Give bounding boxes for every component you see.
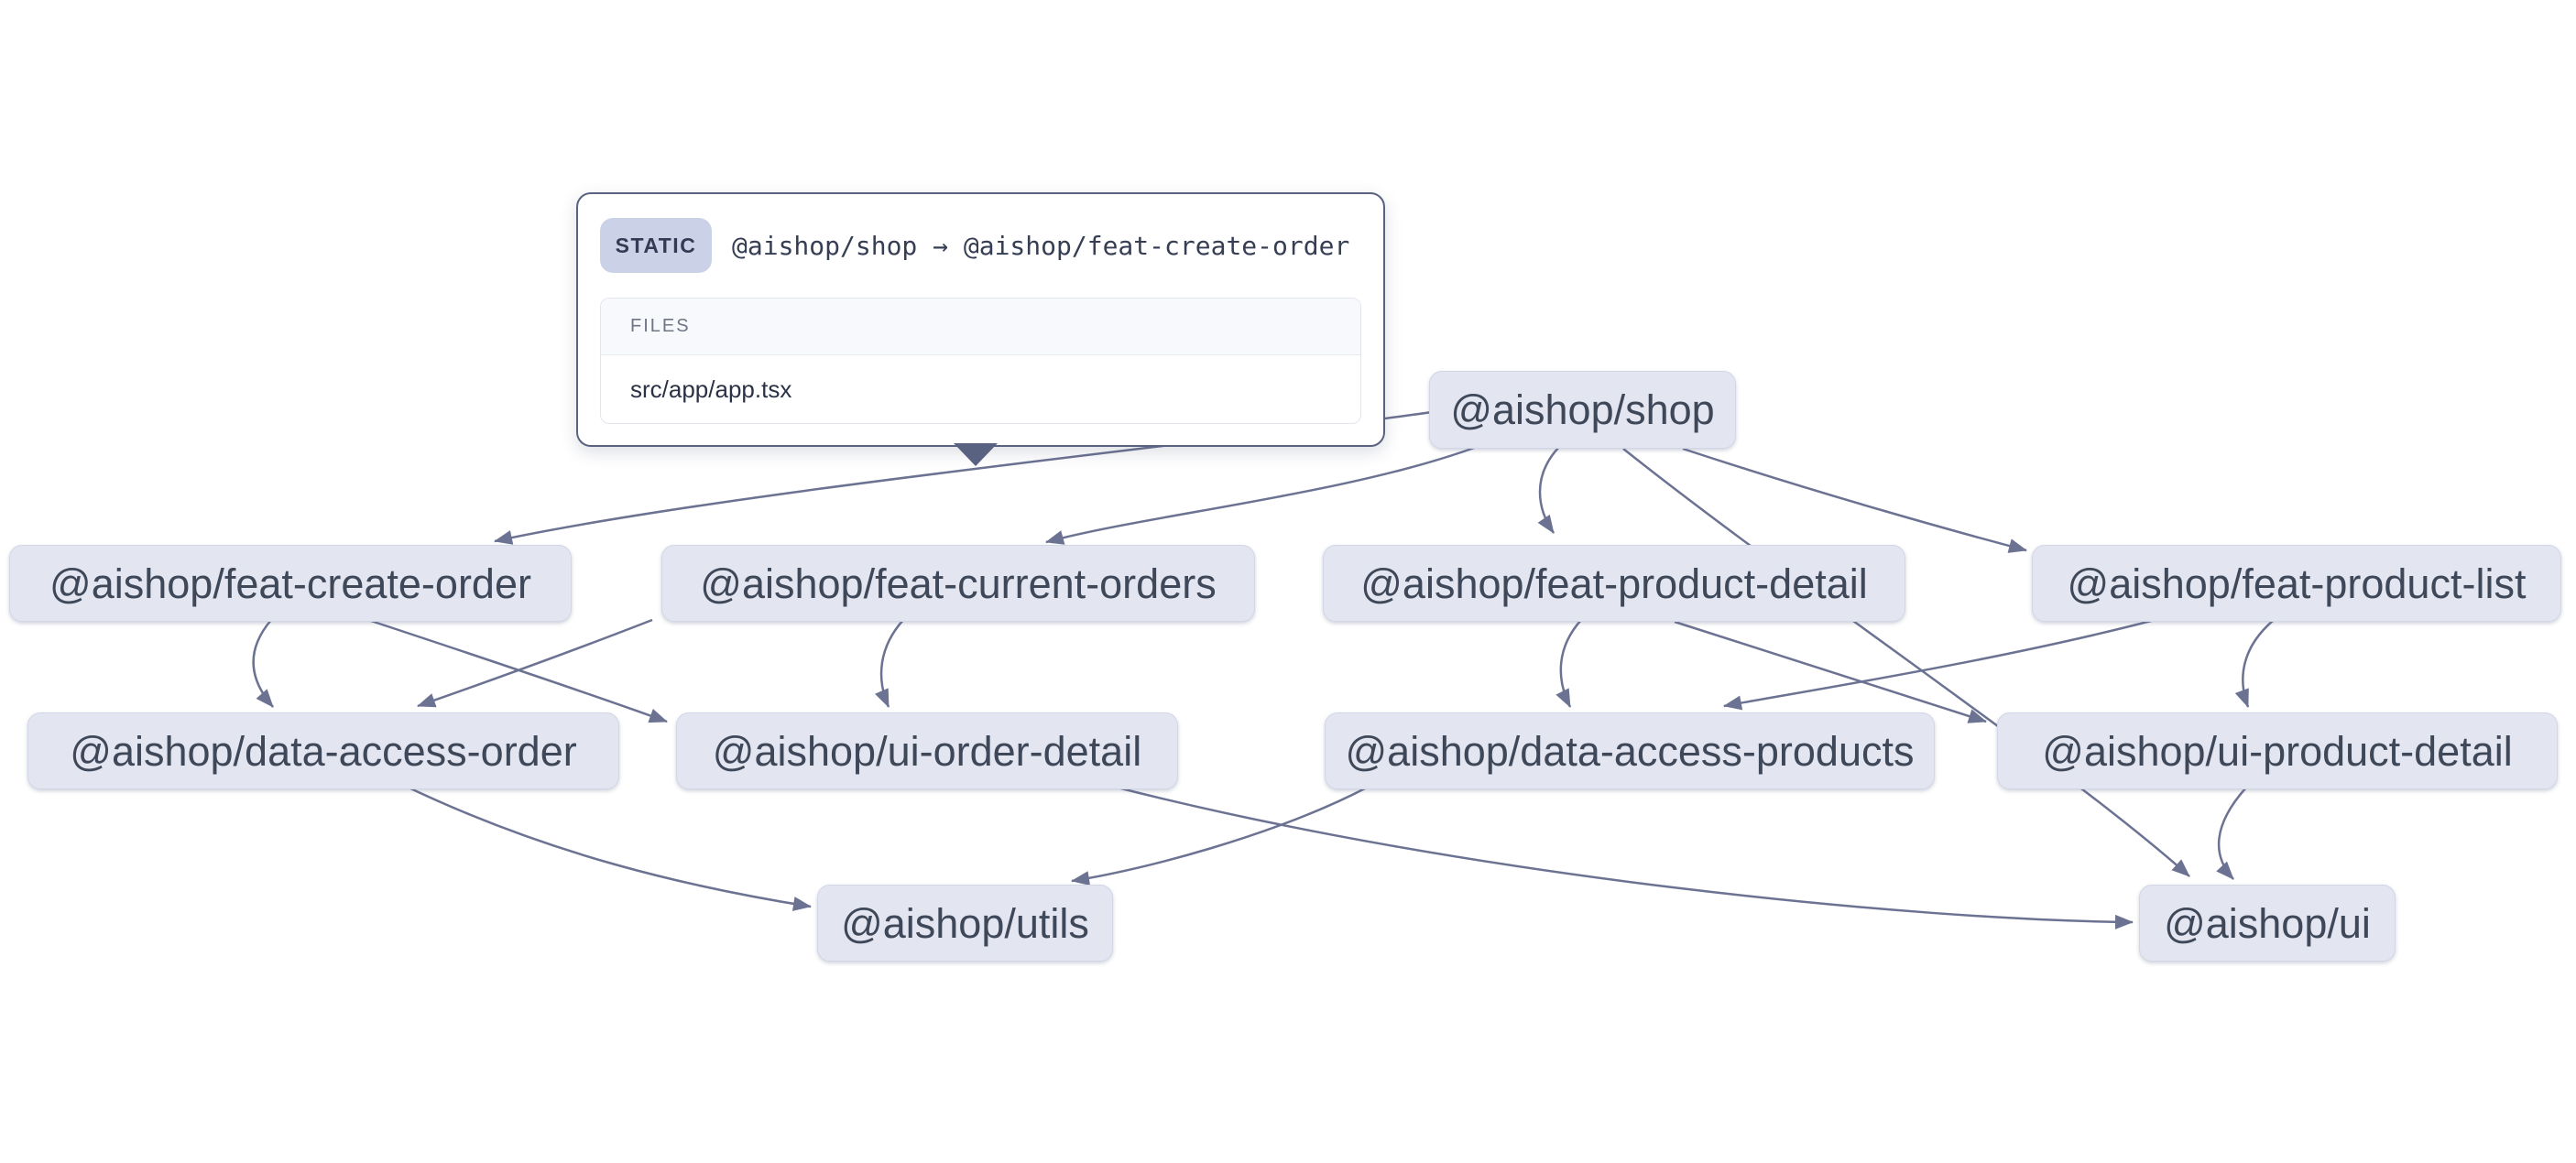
edge-ui-order-detail-to-ui[interactable] bbox=[1109, 784, 2134, 929]
files-header-label: FILES bbox=[601, 299, 1360, 355]
edge-feat-current-orders-to-data-access-order[interactable] bbox=[417, 618, 653, 708]
graph-node-ui[interactable]: @aishop/ui bbox=[2139, 885, 2396, 962]
graph-node-shop[interactable]: @aishop/shop bbox=[1429, 371, 1736, 449]
edge-shop-to-feat-product-detail[interactable] bbox=[1537, 446, 1560, 534]
edge-feat-product-list-to-data-access-products[interactable] bbox=[1723, 618, 2156, 711]
edge-data-access-order-to-utils[interactable] bbox=[408, 786, 812, 911]
graph-node-feat-current-orders[interactable]: @aishop/feat-current-orders bbox=[661, 545, 1255, 622]
graph-node-utils[interactable]: @aishop/utils bbox=[817, 885, 1113, 962]
graph-node-feat-product-list[interactable]: @aishop/feat-product-list bbox=[2032, 545, 2561, 622]
edge-feat-create-order-to-ui-order-detail[interactable] bbox=[367, 618, 668, 723]
edge-feat-create-order-to-data-access-order[interactable] bbox=[252, 619, 274, 708]
graph-node-feat-create-order[interactable]: @aishop/feat-create-order bbox=[9, 545, 572, 622]
tooltip-pointer-icon bbox=[954, 443, 998, 466]
edge-tooltip: STATIC @aishop/shop → @aishop/feat-creat… bbox=[576, 192, 1385, 466]
file-row: src/app/app.tsx bbox=[630, 375, 792, 403]
edge-ui-product-detail-to-ui[interactable] bbox=[2216, 787, 2247, 880]
edge-shop-to-ui[interactable] bbox=[1622, 448, 2190, 877]
edge-type-badge: STATIC bbox=[600, 218, 712, 273]
edge-feat-current-orders-to-ui-order-detail[interactable] bbox=[875, 619, 904, 708]
graph-node-ui-order-detail[interactable]: @aishop/ui-order-detail bbox=[676, 712, 1178, 789]
tooltip-header: STATIC @aishop/shop → @aishop/feat-creat… bbox=[578, 194, 1383, 273]
edge-feat-product-list-to-ui-product-detail[interactable] bbox=[2234, 619, 2275, 708]
graph-node-ui-product-detail[interactable]: @aishop/ui-product-detail bbox=[1997, 712, 2558, 789]
edge-shop-to-feat-product-list[interactable] bbox=[1682, 447, 2027, 553]
graph-node-feat-product-detail[interactable]: @aishop/feat-product-detail bbox=[1323, 545, 1905, 622]
files-panel: FILES src/app/app.tsx bbox=[600, 298, 1361, 424]
edge-shop-to-feat-current-orders[interactable] bbox=[1045, 445, 1478, 545]
edge-data-access-products-to-utils[interactable] bbox=[1071, 786, 1368, 886]
graph-node-data-access-products[interactable]: @aishop/data-access-products bbox=[1325, 712, 1935, 789]
edge-feat-product-detail-to-ui-product-detail[interactable] bbox=[1674, 620, 1987, 723]
graph-node-data-access-order[interactable]: @aishop/data-access-order bbox=[27, 712, 619, 789]
edge-feat-product-detail-to-data-access-products[interactable] bbox=[1555, 619, 1582, 708]
tooltip-edge-title: @aishop/shop → @aishop/feat-create-order bbox=[732, 230, 1350, 261]
